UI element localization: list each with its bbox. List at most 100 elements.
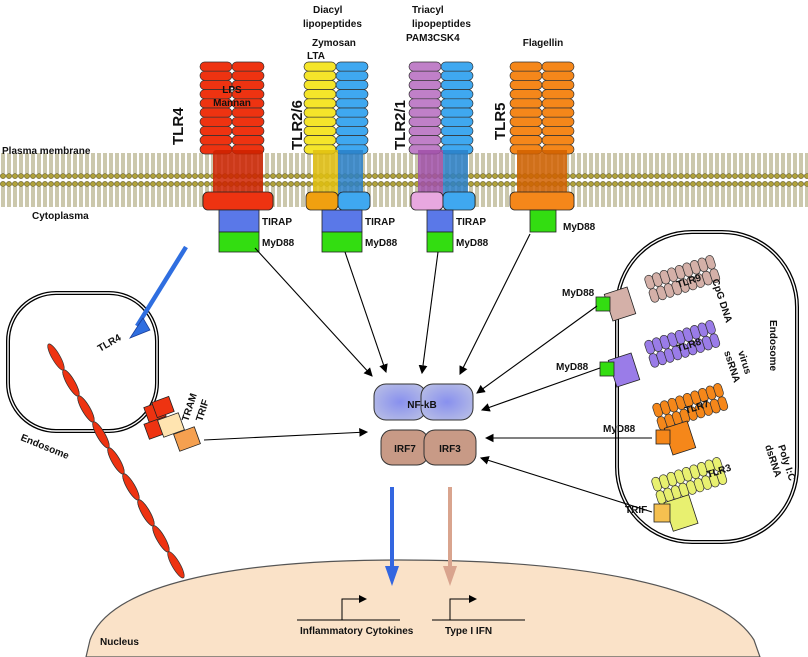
nuclear-translocation-arrows [385,487,457,586]
lrr-segment [137,499,155,527]
tram-adaptor [157,412,185,438]
lrr-segment [231,135,265,146]
lrr-segment [440,135,474,146]
lrr-segment [231,126,265,136]
tlr4-label: TLR4 [170,107,187,145]
tlr21-ligand-1: Triacyl [412,5,444,16]
tlr21-label: TLR2/1 [392,100,409,150]
lrr-segment [335,107,369,118]
lrr-segment [199,126,233,136]
lrr-segment [408,116,442,127]
myd88-adaptor [218,231,260,253]
nfkb-label: NF-kB [407,400,436,411]
cytoplasma-label: Cytoplasma [32,211,89,222]
plasma-membrane-label: Plasma membrane [2,146,91,157]
lrr-segment [509,107,543,118]
lrr-segment [440,107,474,118]
lrr-segment [335,116,369,127]
myd88-adaptor [321,231,363,253]
trif-adaptor [173,426,201,452]
tlr26-myd88-label: MyD88 [365,238,398,249]
tlr3-trif-label: TRIF [625,505,647,516]
tlr26-ligand-2: lipopeptides [303,19,362,30]
lrr-segment [509,126,543,136]
type-i-ifn-label: Type I IFN [445,626,492,637]
lrr-segment [199,107,233,118]
tlr7-myd88-label: MyD88 [603,424,636,435]
lrr-segment [440,80,474,90]
lrr-segment [303,116,337,127]
tlr26-ligand-1: Diacyl [313,5,343,16]
lrr-segment [303,126,337,136]
irf-complex: IRF7 IRF3 [380,429,477,466]
lrr-segment [199,116,233,127]
lrr-segment [231,107,265,118]
tlr4-ligand-2: Mannan [213,98,251,109]
lrr-segment [408,70,442,81]
lrr-segment [408,61,442,72]
nucleus [85,559,761,657]
lrr-segment [335,126,369,136]
right-endosome [595,230,799,544]
lrr-segment [717,396,729,411]
tlr2-1-receptor [408,61,476,253]
irf3-label: IRF3 [439,444,461,455]
lrr-segment [335,80,369,90]
tlr26-ligand-4: LTA [307,51,325,62]
tlr26-label: TLR2/6 [289,100,306,150]
myd88-adaptor [529,209,557,233]
lrr-segment [303,98,337,109]
tlr4-ligand-1: LPS [222,85,242,96]
lrr-segment [541,126,575,136]
lrr-segment [303,107,337,118]
lrr-segment [440,89,474,100]
tirap-adaptor [321,209,363,233]
tlr4-tirap-label: TIRAP [262,217,292,228]
lrr-segment [541,135,575,146]
tlr8-myd88-adaptor [599,361,615,377]
irf7-label: IRF7 [394,444,416,455]
tlr9-myd88-label: MyD88 [562,288,595,299]
plasma-membrane [0,150,808,210]
lrr-segment [408,89,442,100]
lrr-segment [335,61,369,72]
tlr4-myd88-label: MyD88 [262,238,295,249]
lrr-segment [122,473,140,501]
lrr-segment [199,135,233,146]
tlr8-myd88-label: MyD88 [556,362,589,373]
lrr-segment [541,98,575,109]
lrr-segment [440,61,474,72]
nucleus-label: Nucleus [100,637,139,648]
tlr4-receptor [199,61,274,253]
lrr-segment [509,135,543,146]
lrr-segment [541,61,575,72]
lrr-segment [408,98,442,109]
lrr-segment [408,126,442,136]
tlr21-myd88-label: MyD88 [456,238,489,249]
lrr-segment [440,126,474,136]
blue-entry-arrow [128,245,188,339]
lrr-segment [303,70,337,81]
tlr5-label: TLR5 [492,103,509,141]
tlr5-ligand: Flagellin [523,38,564,49]
tlr2-6-receptor [303,61,371,253]
lrr-segment [167,551,185,579]
lrr-segment [107,447,125,475]
lrr-segment [541,80,575,90]
lrr-segment [509,98,543,109]
left-endosome [6,291,201,579]
lrr-segment [716,470,728,485]
lrr-segment [509,80,543,90]
myd88-adaptor [426,231,454,253]
lrr-segment [335,135,369,146]
lrr-segment [303,80,337,90]
lrr-segment [303,61,337,72]
signal-arrows [203,233,653,513]
tirap-adaptor [218,209,260,233]
right-endosome-label: Endosome [767,320,778,372]
lrr-segment [541,70,575,81]
lrr-segment [231,61,265,72]
lrr-segment [440,70,474,81]
tirap-adaptor [426,209,454,233]
